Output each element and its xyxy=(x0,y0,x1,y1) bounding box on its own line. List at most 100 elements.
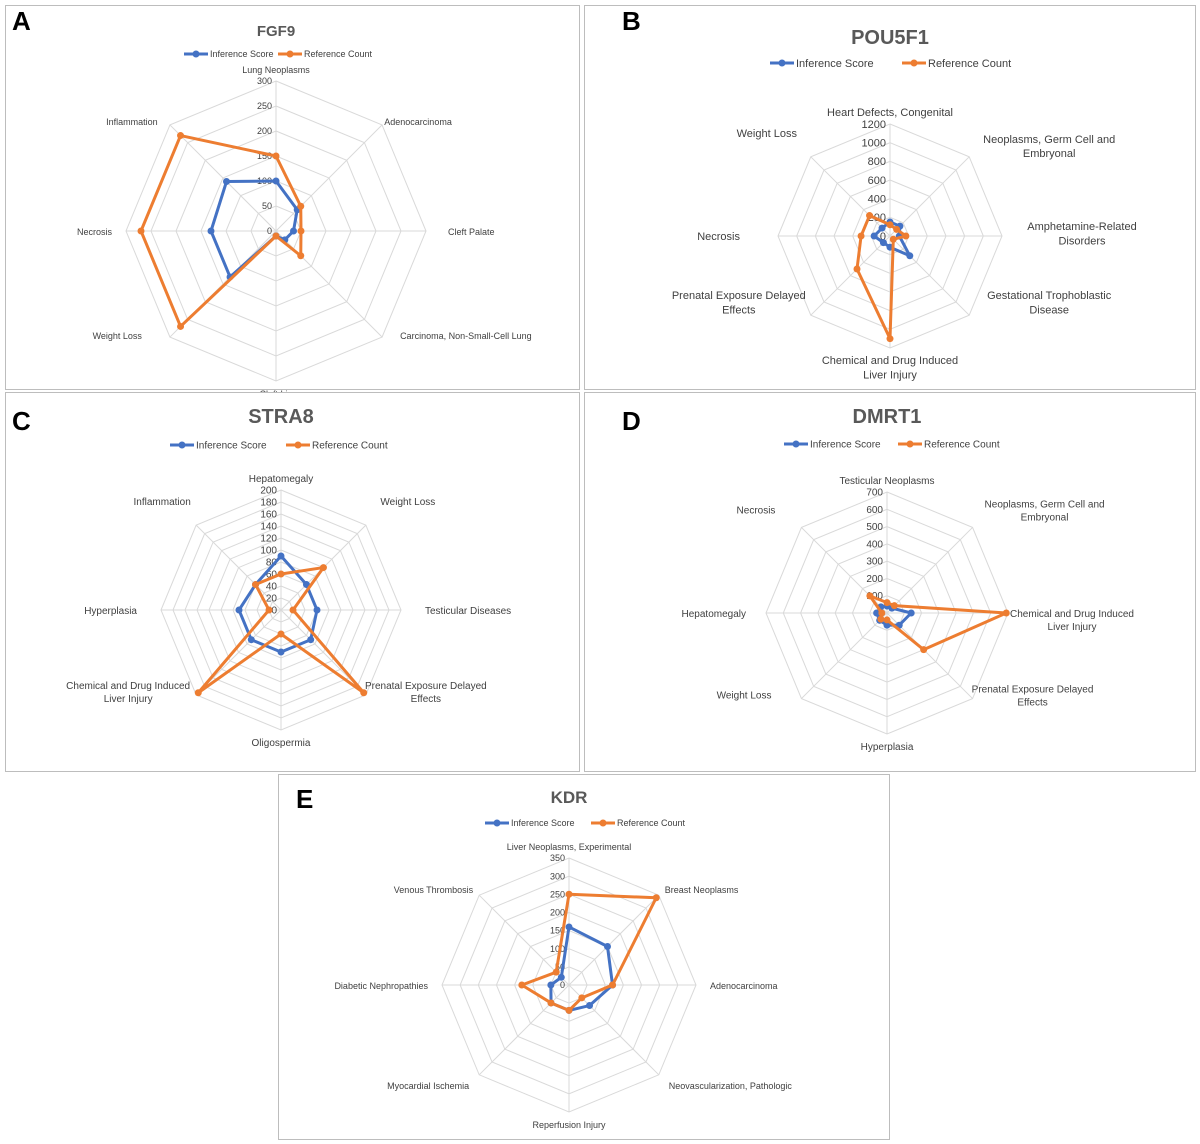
tick-label: 20 xyxy=(266,594,278,605)
data-point-reference xyxy=(194,689,202,697)
grid-spoke xyxy=(886,527,973,614)
tick-label: 200 xyxy=(260,486,277,497)
panel-letter-b: B xyxy=(622,6,641,36)
tick-label: 400 xyxy=(868,194,886,206)
category-label: Heart Defects, Congenital xyxy=(827,107,953,119)
tick-label: 0 xyxy=(271,606,277,617)
category-label: Breast Neoplasms xyxy=(665,885,739,895)
grid-spoke xyxy=(568,894,660,986)
tick-label: 400 xyxy=(866,539,883,550)
tick-label: 300 xyxy=(257,76,272,86)
category-label: Reperfusion Injury xyxy=(532,1120,606,1130)
data-point-reference xyxy=(297,227,305,235)
tick-label: 180 xyxy=(260,498,277,509)
data-point-inference xyxy=(313,606,321,614)
category-label: Carcinoma, Non-Small-Cell Lung xyxy=(400,331,532,341)
category-label: Necrosis xyxy=(77,227,113,237)
tick-label: 1200 xyxy=(862,119,886,131)
panel-letter-c: C xyxy=(12,406,31,436)
chart-title-d: DMRT1 xyxy=(853,406,922,428)
chart-title-b: POU5F1 xyxy=(851,27,929,49)
data-point-inference xyxy=(207,227,215,235)
data-point-inference xyxy=(883,621,891,629)
data-point-inference xyxy=(272,177,280,185)
data-point-inference xyxy=(878,224,886,232)
tick-label: 140 xyxy=(260,522,277,533)
tick-label: 60 xyxy=(266,570,278,581)
tick-label: 200 xyxy=(550,908,565,918)
legend-item-inference: Inference Score xyxy=(784,440,881,451)
data-point-inference xyxy=(277,648,285,656)
legend-item-reference: Reference Count xyxy=(902,58,1011,70)
tick-label: 160 xyxy=(260,510,277,521)
category-label: Weight Loss xyxy=(93,331,143,341)
chart-title-c: STRA8 xyxy=(248,406,314,428)
data-point-reference xyxy=(565,1006,573,1014)
tick-label: 50 xyxy=(555,962,565,972)
legend-marker-inference xyxy=(192,50,200,58)
data-point-reference xyxy=(889,235,897,243)
data-point-reference xyxy=(920,646,928,654)
data-point-inference xyxy=(907,609,915,617)
chart-title-a: FGF9 xyxy=(257,23,295,40)
data-point-reference xyxy=(265,606,273,614)
legend-marker-reference xyxy=(294,441,302,449)
category-label: Weight Loss xyxy=(717,691,772,702)
data-point-reference xyxy=(902,232,910,240)
panel-letter-e: E xyxy=(296,784,314,814)
legend-item-reference: Reference Count xyxy=(898,440,1000,451)
data-point-reference xyxy=(877,615,885,623)
grid-spoke xyxy=(810,235,891,316)
data-point-reference xyxy=(272,152,280,160)
tick-label: 200 xyxy=(257,126,272,136)
tick-label: 80 xyxy=(266,558,278,569)
data-point-inference xyxy=(547,981,555,989)
grid-spoke xyxy=(889,235,970,316)
category-label: Myocardial Ischemia xyxy=(387,1081,469,1091)
legend-label-reference: Reference Count xyxy=(928,58,1011,70)
data-point-inference xyxy=(603,943,611,951)
data-point-reference xyxy=(552,968,560,976)
tick-label: 50 xyxy=(262,201,272,211)
data-point-reference xyxy=(853,265,861,273)
data-point-reference xyxy=(883,599,891,607)
data-point-reference xyxy=(565,890,573,898)
data-point-reference xyxy=(866,592,874,600)
data-point-inference xyxy=(290,227,297,235)
data-point-reference xyxy=(297,202,305,210)
data-point-reference xyxy=(893,225,901,233)
data-point-reference xyxy=(137,227,145,235)
tick-label: 800 xyxy=(868,156,886,168)
data-point-reference xyxy=(866,212,874,220)
data-point-reference xyxy=(1002,609,1010,617)
legend-item-inference: Inference Score xyxy=(170,441,267,452)
data-point-inference xyxy=(879,239,887,247)
series-line-reference xyxy=(520,892,658,1012)
legend-marker-inference xyxy=(792,440,800,448)
data-point-reference xyxy=(609,981,617,989)
data-point-reference xyxy=(890,602,898,610)
category-label: Hepatomegaly xyxy=(249,474,313,485)
data-point-inference xyxy=(223,178,231,186)
data-point-reference xyxy=(289,606,297,614)
category-label: Hyperplasia xyxy=(84,606,137,617)
legend-label-inference: Inference Score xyxy=(511,818,575,828)
category-label: Adenocarcinoma xyxy=(384,117,452,127)
tick-label: 150 xyxy=(550,926,565,936)
data-point-reference xyxy=(878,609,886,617)
tick-label: 300 xyxy=(550,871,565,881)
legend-marker-inference xyxy=(178,441,186,449)
category-label: Hyperplasia xyxy=(861,742,914,753)
legend-label-reference: Reference Count xyxy=(312,441,388,452)
tick-label: 300 xyxy=(866,557,883,568)
legend-marker-inference xyxy=(493,819,501,827)
data-point-reference xyxy=(547,999,555,1007)
category-label: Venous Thrombosis xyxy=(394,885,474,895)
data-point-reference xyxy=(578,994,586,1002)
